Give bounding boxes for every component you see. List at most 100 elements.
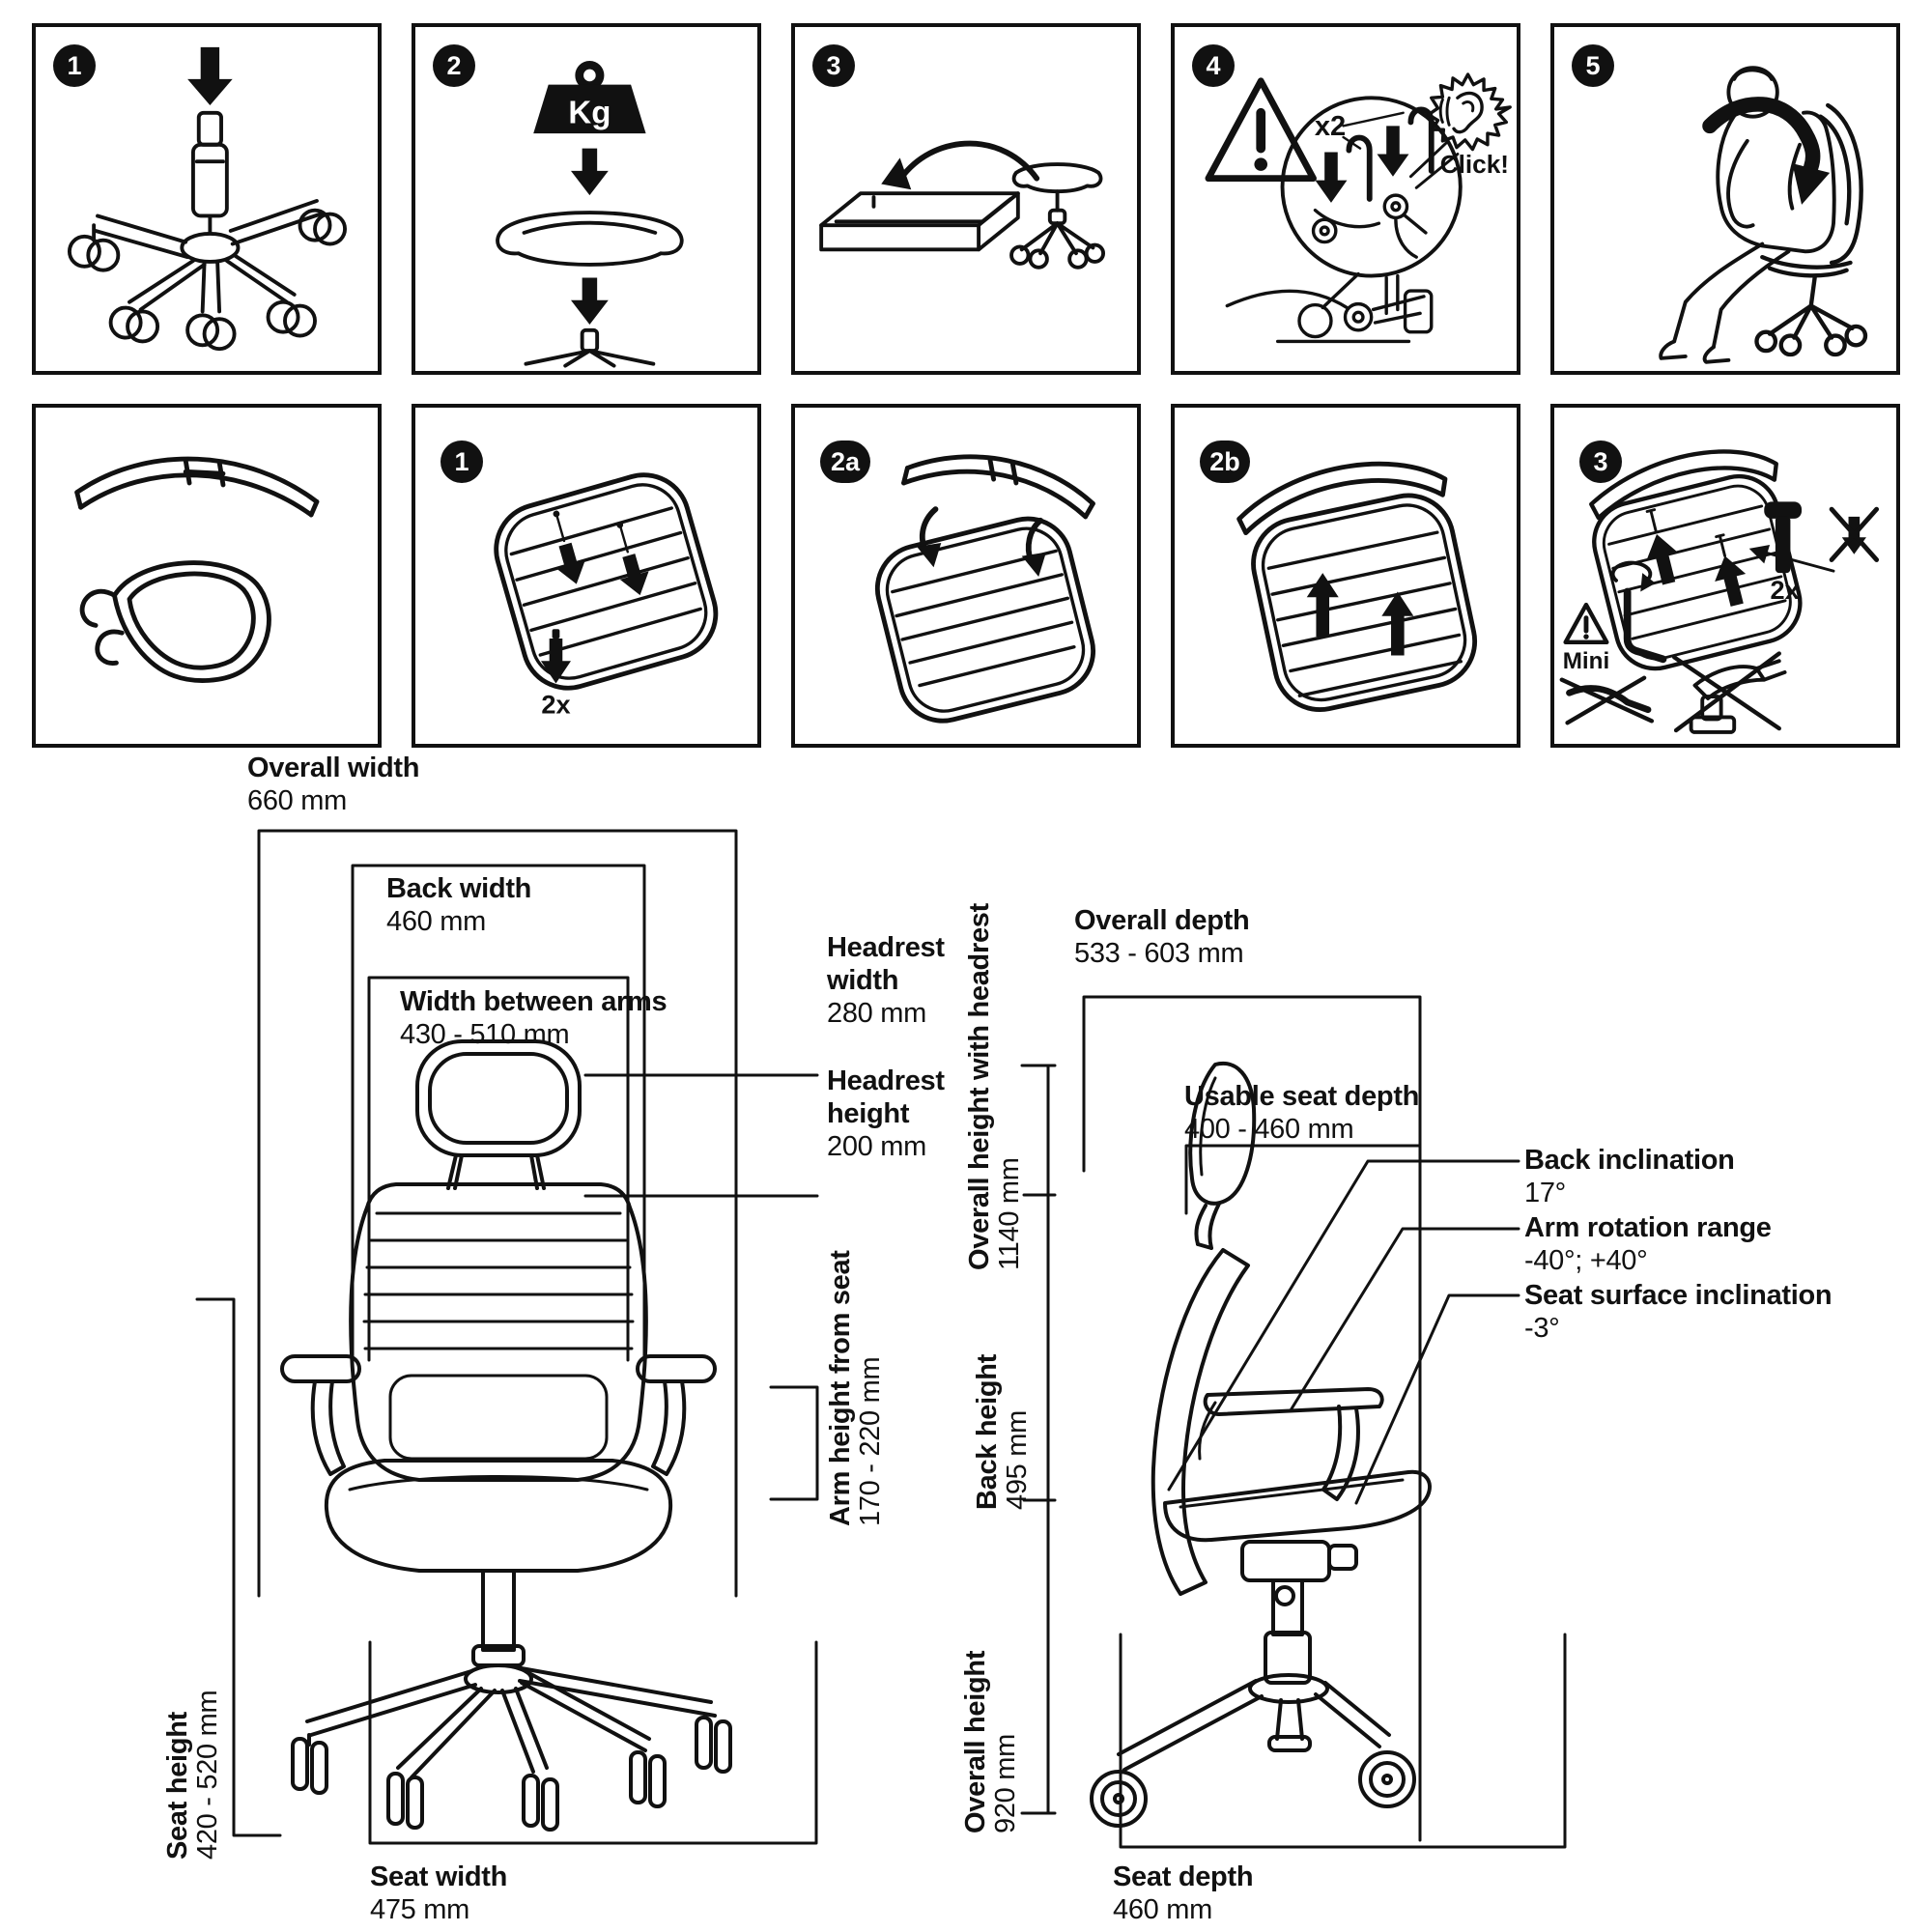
dimension-value: 420 - 520 mm xyxy=(192,1690,223,1860)
click-sound-icon xyxy=(1427,72,1512,152)
step-badge: 3 xyxy=(812,44,855,87)
dimension-label: Width between arms xyxy=(400,986,668,1017)
sit-to-lock-illustration xyxy=(1659,66,1868,364)
headrest-parts-illustration xyxy=(74,456,320,683)
seated-person-icon xyxy=(1659,66,1836,364)
step-badge: 2a xyxy=(820,440,870,483)
insert-cylinder-illustration xyxy=(67,46,347,352)
dimension-label: Arm rotation range xyxy=(1524,1212,1772,1243)
step-panel-push-up: 2b xyxy=(1171,404,1520,748)
down-arrow-icon xyxy=(570,148,609,196)
step-panel-screw-fix: 2x Mini xyxy=(1550,404,1900,748)
packaging-tray-icon xyxy=(819,191,1020,252)
chair-front-view-drawing xyxy=(280,1039,732,1832)
dimension-value: 200 mm xyxy=(827,1131,926,1162)
arm-height-from-seat-dimension: Arm height from seat 170 - 220 mm xyxy=(825,1250,886,1526)
click-label: Click! xyxy=(1440,150,1509,179)
headrest-position-illustration: 2x xyxy=(494,472,719,720)
weight-kg-icon: Kg xyxy=(533,60,646,134)
place-on-box-illustration xyxy=(819,140,1106,270)
up-arrow-icon xyxy=(1381,591,1414,656)
base-top-icon xyxy=(524,327,656,368)
screw-fix-illustration: 2x Mini xyxy=(1559,449,1880,734)
dimension-value: 280 mm xyxy=(827,998,926,1029)
step-panel-headrest-parts xyxy=(32,404,382,748)
dimension-value: 1140 mm xyxy=(994,1157,1025,1270)
usable-seat-depth-dimension: Usable seat depth 400 - 460 mm xyxy=(1184,1080,1464,1146)
seat-depth-dimension: Seat depth 460 mm xyxy=(1113,1861,1325,1926)
dimension-value: 430 - 510 mm xyxy=(400,1019,570,1050)
allen-key-icon xyxy=(1610,560,1667,664)
dimension-label: Overall height xyxy=(960,1650,991,1833)
back-height-dimension: Back height 495 mm xyxy=(972,1346,1033,1510)
dimension-value: -40°; +40° xyxy=(1524,1245,1648,1276)
dimension-value: 475 mm xyxy=(370,1894,469,1925)
curved-arrow-icon xyxy=(900,140,1040,182)
side-view-dimension-lines xyxy=(1020,995,1567,1849)
bolt-count-label: 2x xyxy=(1770,575,1799,605)
dimension-value: 920 mm xyxy=(990,1734,1021,1833)
chair-side-view-drawing xyxy=(1090,1061,1432,1828)
dimension-label: Usable seat depth xyxy=(1184,1081,1420,1112)
back-inclination-dimension: Back inclination 17° xyxy=(1524,1144,1853,1209)
dimension-label: Seat width xyxy=(370,1861,508,1892)
step-panel-hook-rail: 2a xyxy=(791,404,1141,748)
warning-triangle-icon xyxy=(1205,77,1317,183)
dimension-value: 660 mm xyxy=(247,785,347,816)
dimension-value: -3° xyxy=(1524,1313,1560,1344)
arm-rotation-range-dimension: Arm rotation range -40°; +40° xyxy=(1524,1211,1853,1277)
dimension-value: 533 - 603 mm xyxy=(1074,938,1244,969)
step-badge: 2b xyxy=(1200,440,1250,483)
chair-mechanism-sketch xyxy=(1225,271,1434,344)
dimension-value: 460 mm xyxy=(1113,1894,1212,1925)
step-panel-insert-cylinder: 1 xyxy=(32,23,382,375)
up-arrow-icon xyxy=(1306,573,1339,638)
seat-unit-icon xyxy=(496,211,684,267)
step-badge: 1 xyxy=(53,44,96,87)
pin-icon xyxy=(552,629,560,639)
magnified-detail-circle xyxy=(1280,96,1463,278)
width-between-arms-dimension: Width between arms 430 - 510 mm xyxy=(400,985,680,1051)
step-panel-headrest-position: 2x 1 xyxy=(412,404,761,748)
down-arrow-icon xyxy=(187,46,233,106)
down-arrow-icon xyxy=(1315,152,1348,203)
five-star-base-icon xyxy=(67,199,347,352)
front-view-dimension-lines xyxy=(195,829,819,1845)
dimension-label: Seat surface inclination xyxy=(1524,1280,1833,1311)
no-long-key-icon xyxy=(1559,675,1655,725)
dimension-label: Back inclination xyxy=(1524,1145,1735,1176)
no-drill-icon xyxy=(1671,651,1787,734)
dimension-value: 460 mm xyxy=(386,906,486,937)
headrest-frame-icon xyxy=(79,560,271,683)
pin-arrow-icon xyxy=(540,638,571,684)
dimension-label: Seat height xyxy=(162,1712,193,1860)
dimension-label: Back height xyxy=(972,1353,1003,1510)
dimension-label: Headrest height xyxy=(827,1065,945,1129)
dimension-label: Seat depth xyxy=(1113,1861,1254,1892)
gas-cylinder-icon xyxy=(190,110,229,235)
headrest-height-dimension: Headrest height 200 mm xyxy=(827,1065,962,1163)
overall-depth-dimension: Overall depth 533 - 603 mm xyxy=(1074,904,1316,970)
chair-profile-icon xyxy=(1754,102,1868,357)
step-badge: 2 xyxy=(433,44,475,87)
dimension-label: Arm height from seat xyxy=(825,1250,856,1526)
step-badge: 1 xyxy=(440,440,483,483)
step-panel-mount-seat: Kg 2 xyxy=(412,23,761,375)
dimension-value: 17° xyxy=(1524,1178,1566,1208)
headrest-top-bar-icon xyxy=(901,454,1095,520)
seat-height-dimension: Seat height 420 - 520 mm xyxy=(162,1666,227,1860)
pin-count-label: 2x xyxy=(541,690,570,720)
dimension-value: 400 - 460 mm xyxy=(1184,1114,1354,1145)
down-arrow-icon xyxy=(570,277,609,325)
dimension-label: Overall width xyxy=(247,753,420,783)
no-pin-icon xyxy=(1829,506,1880,562)
step-panel-sit-to-lock: 5 xyxy=(1550,23,1900,375)
headrest-top-bar-icon xyxy=(74,456,320,518)
backrest-with-rail-icon xyxy=(1589,449,1803,671)
overall-width-dimension: Overall width 660 mm xyxy=(247,752,498,817)
overall-height-dimension: Overall height 920 mm xyxy=(960,1640,1021,1833)
step-badge: 5 xyxy=(1572,44,1614,87)
overall-height-with-headrest-dimension: Overall height with headrest 1140 mm xyxy=(964,865,1025,1270)
headrest-width-dimension: Headrest width 280 mm xyxy=(827,931,962,1030)
